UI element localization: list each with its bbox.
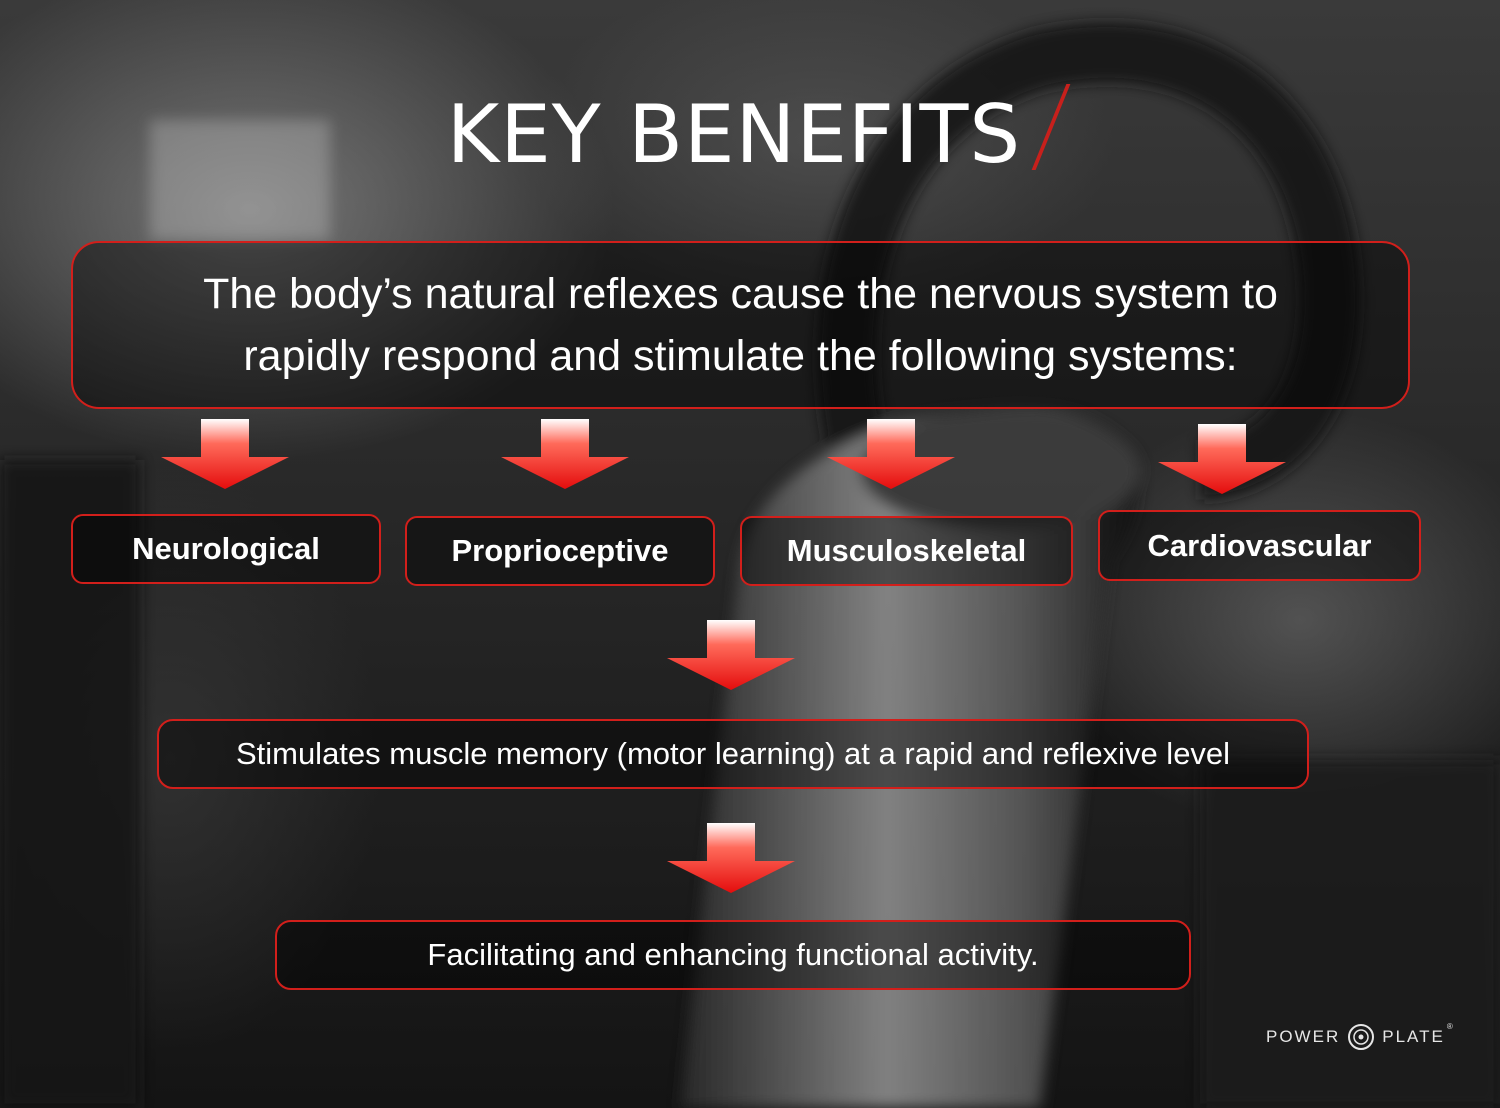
down-arrow-icon bbox=[1158, 424, 1286, 494]
system-box-proprioceptive: Proprioceptive bbox=[405, 516, 715, 586]
down-arrow-icon bbox=[827, 419, 955, 489]
power-plate-ring-icon bbox=[1348, 1024, 1375, 1050]
down-arrow-icon bbox=[161, 419, 289, 489]
intro-line-2: rapidly respond and stimulate the follow… bbox=[243, 332, 1238, 380]
down-arrow-icon bbox=[667, 620, 795, 690]
down-arrow-icon bbox=[501, 419, 629, 489]
system-label: Proprioceptive bbox=[451, 533, 669, 568]
outcome-box-functional-activity: Facilitating and enhancing functional ac… bbox=[275, 920, 1191, 990]
title-text: KEY BENEFITS bbox=[446, 88, 1022, 181]
outcome-label: Stimulates muscle memory (motor learning… bbox=[235, 736, 1231, 771]
intro-box: The body’s natural reflexes cause the ne… bbox=[71, 241, 1410, 409]
logo-text-right: PLATE bbox=[1382, 1027, 1445, 1046]
outcome-label: Facilitating and enhancing functional ac… bbox=[427, 937, 1039, 972]
intro-line-1: The body’s natural reflexes cause the ne… bbox=[203, 270, 1278, 318]
logo-text-left: POWER bbox=[1266, 1027, 1341, 1046]
power-plate-logo: POWER PLATE ® bbox=[1266, 1022, 1453, 1052]
system-label: Musculoskeletal bbox=[786, 533, 1027, 568]
registered-mark: ® bbox=[1446, 1022, 1453, 1031]
outcome-box-muscle-memory: Stimulates muscle memory (motor learning… bbox=[157, 719, 1309, 789]
system-box-neurological: Neurological bbox=[71, 514, 381, 584]
system-box-cardiovascular: Cardiovascular bbox=[1098, 510, 1421, 581]
slide-title: KEY BENEFITS bbox=[0, 84, 1500, 185]
system-box-musculoskeletal: Musculoskeletal bbox=[740, 516, 1073, 586]
accent-slash bbox=[1031, 84, 1071, 170]
system-label: Cardiovascular bbox=[1147, 527, 1372, 563]
down-arrow-icon bbox=[667, 823, 795, 893]
system-label: Neurological bbox=[132, 531, 320, 566]
